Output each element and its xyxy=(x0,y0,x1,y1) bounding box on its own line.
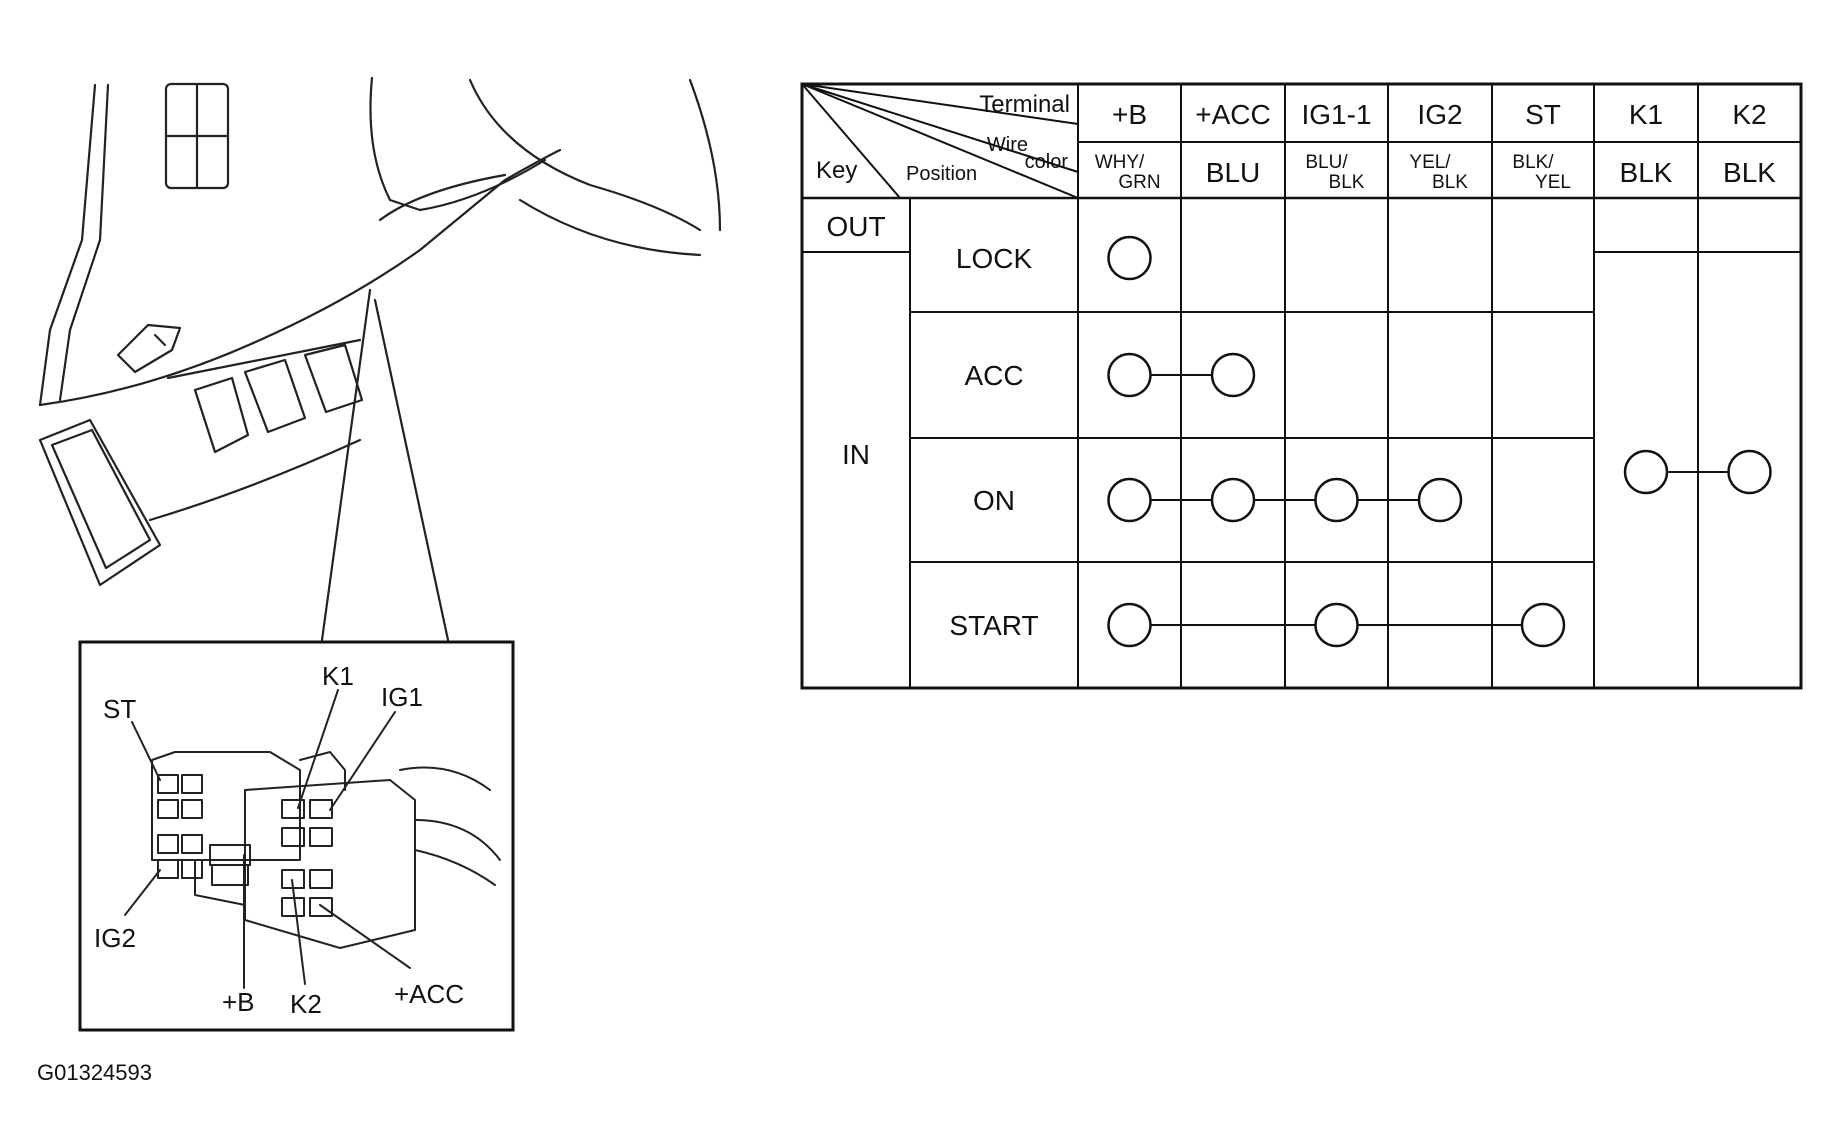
terminal-name: +B xyxy=(1112,99,1147,130)
continuity-dot xyxy=(1314,602,1359,648)
header-key: Key xyxy=(816,157,857,184)
position-start: START xyxy=(949,610,1038,641)
header-diagonal xyxy=(801,83,1079,199)
continuity-dot xyxy=(1107,235,1152,281)
wire-color: BLK/ xyxy=(1512,152,1554,173)
header-wire: Wire xyxy=(987,134,1028,156)
continuity-dot xyxy=(1314,477,1359,523)
connector-label-b: +B xyxy=(222,987,255,1017)
connector-label-k1: K1 xyxy=(322,661,354,691)
header-diagonal xyxy=(801,83,1079,125)
continuity-dot xyxy=(1623,449,1669,495)
connector-label-st: ST xyxy=(103,694,136,724)
continuity-dot xyxy=(1210,352,1256,398)
connector-label-ig1: IG1 xyxy=(381,682,423,712)
terminal-name: ST xyxy=(1525,99,1561,130)
position-acc: ACC xyxy=(964,360,1023,391)
key-in: IN xyxy=(842,439,870,470)
terminal-name: +ACC xyxy=(1195,99,1270,130)
continuity-dot xyxy=(1727,449,1772,495)
wire-color: WHY/ xyxy=(1095,152,1145,173)
header-diagonal xyxy=(801,83,901,199)
continuity-dot xyxy=(1210,477,1256,523)
connector-detail: ST K1 IG1 IG2 +B K2 +ACC xyxy=(78,640,515,1032)
position-lock: LOCK xyxy=(956,243,1033,274)
connector-label-ig2: IG2 xyxy=(94,923,136,953)
connector-label-k2: K2 xyxy=(290,989,322,1019)
header-terminal: Terminal xyxy=(979,91,1070,118)
wire-color: BLU/ xyxy=(1305,152,1348,173)
continuity-dot xyxy=(1417,477,1463,523)
header-color: color xyxy=(1025,151,1069,173)
connector-label-acc: +ACC xyxy=(394,979,464,1009)
continuity-dot xyxy=(1520,602,1566,648)
table-border xyxy=(800,82,1803,690)
terminal-name: K1 xyxy=(1629,99,1663,130)
terminal-name: K2 xyxy=(1732,99,1766,130)
wire-color: BLK xyxy=(1329,172,1365,193)
header-diagonal xyxy=(801,83,1079,173)
key-out: OUT xyxy=(826,211,885,242)
terminal-name: IG1-1 xyxy=(1301,99,1371,130)
dashboard-illustration xyxy=(38,76,722,642)
continuity-dot xyxy=(1107,352,1152,398)
figure-id: G01324593 xyxy=(37,1060,152,1085)
wire-color: BLK xyxy=(1432,172,1468,193)
wire-color: YEL/ xyxy=(1409,152,1451,173)
continuity-dot xyxy=(1107,602,1152,648)
wire-color: BLK xyxy=(1620,157,1673,188)
position-on: ON xyxy=(973,485,1015,516)
terminal-name: IG2 xyxy=(1417,99,1462,130)
wire-color: GRN xyxy=(1118,172,1160,193)
wire-color: BLU xyxy=(1206,157,1260,188)
wire-color: BLK xyxy=(1723,157,1776,188)
continuity-dot xyxy=(1107,477,1152,523)
header-position: Position xyxy=(906,163,977,185)
wire-color: YEL xyxy=(1535,172,1571,193)
